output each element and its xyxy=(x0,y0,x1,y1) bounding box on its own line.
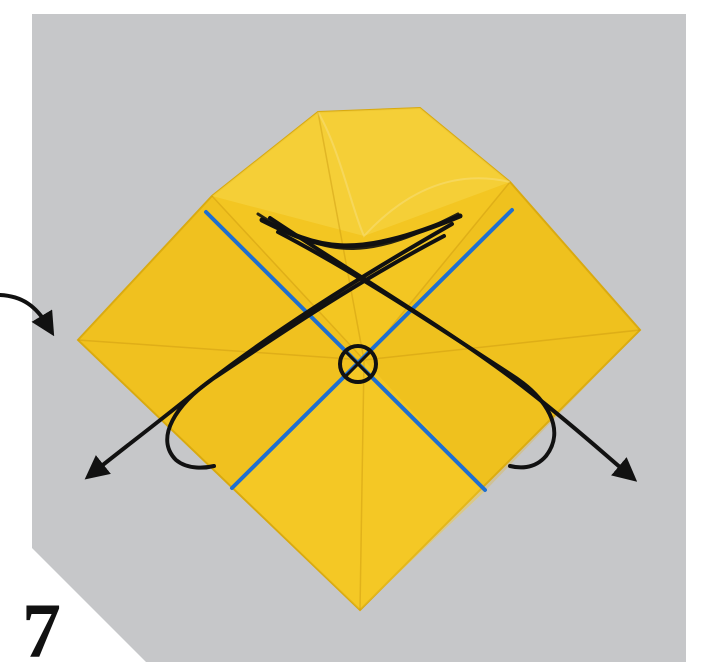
step-number: 7 xyxy=(22,592,61,662)
